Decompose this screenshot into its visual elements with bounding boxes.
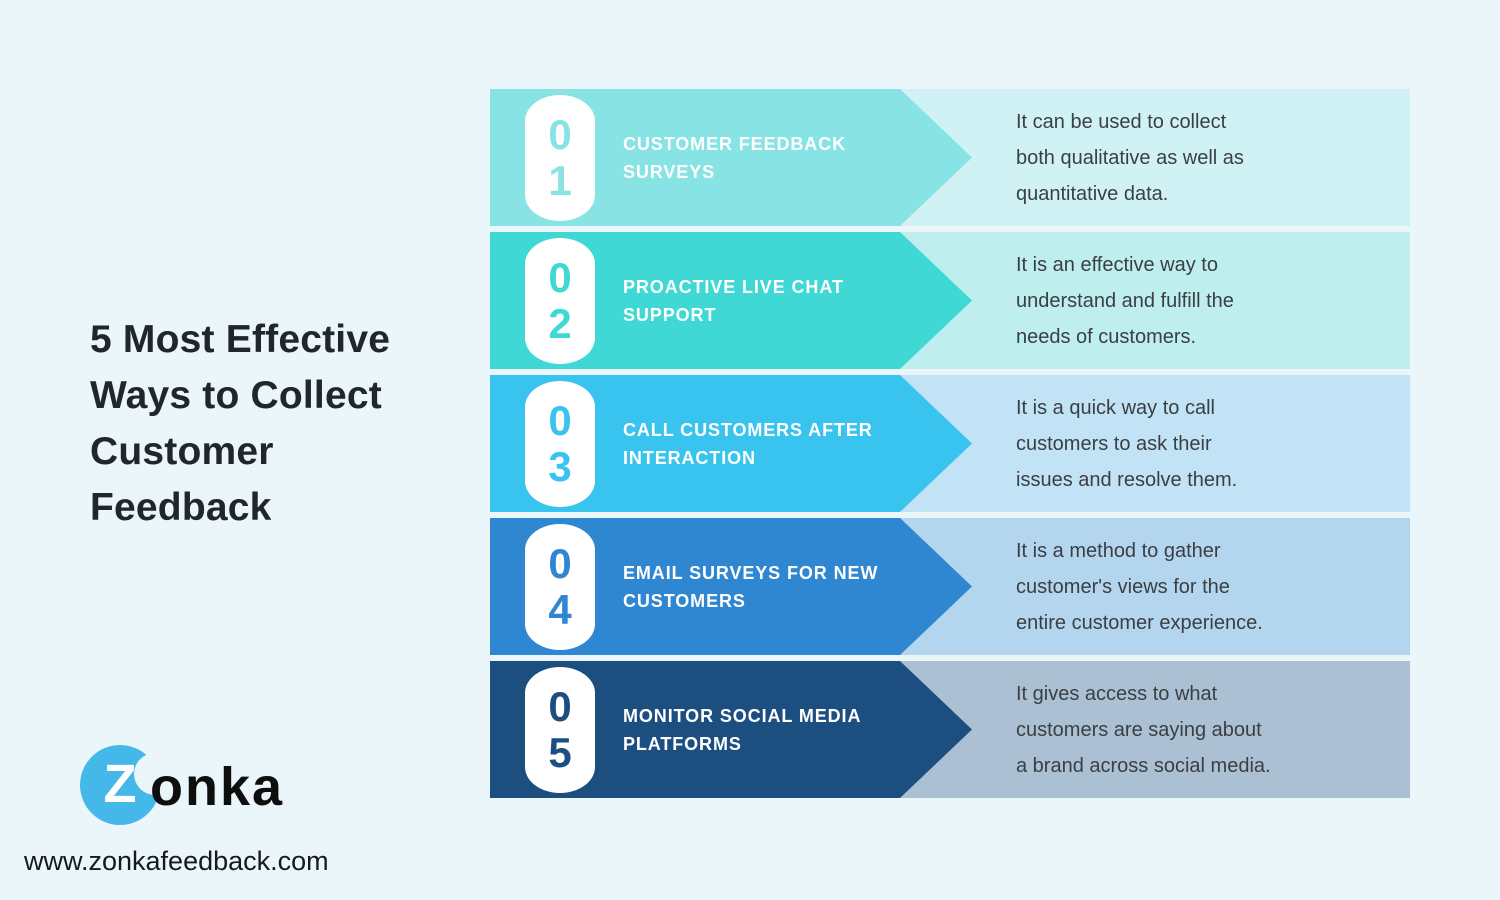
step-title: CALL CUSTOMERS AFTER INTERACTION bbox=[623, 416, 873, 472]
page-title-line: Feedback bbox=[90, 486, 272, 529]
step-row-3: 0 3 CALL CUSTOMERS AFTER INTERACTION It … bbox=[490, 375, 1410, 512]
step-number-digit: 5 bbox=[548, 728, 572, 776]
page-title-line: 5 Most Effective bbox=[90, 318, 391, 361]
step-number-badge: 0 2 bbox=[525, 237, 595, 364]
step-description-line: a brand across social media. bbox=[1016, 754, 1271, 777]
step-description-line: issues and resolve them. bbox=[1016, 468, 1238, 491]
step-description-line: It is a quick way to call bbox=[1016, 396, 1215, 419]
step-title: MONITOR SOCIAL MEDIA PLATFORMS bbox=[623, 702, 861, 758]
step-row-5: 0 5 MONITOR SOCIAL MEDIA PLATFORMS It gi… bbox=[490, 661, 1410, 798]
zonka-logo-wordmark: onka bbox=[150, 757, 285, 817]
steps-panel: 0 1 CUSTOMER FEEDBACK SURVEYS It can be … bbox=[490, 89, 1410, 798]
step-description-line: customers are saying about bbox=[1016, 718, 1262, 741]
step-title: EMAIL SURVEYS FOR NEW CUSTOMERS bbox=[623, 559, 878, 615]
step-title-line: PROACTIVE LIVE CHAT bbox=[623, 276, 844, 297]
step-row-1: 0 1 CUSTOMER FEEDBACK SURVEYS It can be … bbox=[490, 89, 1410, 226]
step-description-line: both qualitative as well as bbox=[1016, 146, 1244, 169]
step-description: It can be used to collect both qualitati… bbox=[1016, 104, 1244, 212]
zonka-logo-z-letter: Z bbox=[103, 754, 137, 814]
step-title-line: CALL CUSTOMERS AFTER bbox=[623, 419, 873, 440]
step-description-line: entire customer experience. bbox=[1016, 611, 1263, 634]
page-title-line: Customer bbox=[90, 430, 274, 473]
step-title-line: EMAIL SURVEYS FOR NEW bbox=[623, 562, 879, 583]
step-description-line: It is a method to gather bbox=[1016, 539, 1221, 562]
step-description-line: quantitative data. bbox=[1016, 182, 1169, 205]
step-number-badge: 0 3 bbox=[525, 380, 595, 507]
zonka-logo: Z onka bbox=[80, 744, 284, 826]
step-title-line: CUSTOMERS bbox=[623, 590, 746, 611]
step-number-digit: 0 bbox=[548, 110, 572, 158]
step-description-line: needs of customers. bbox=[1016, 325, 1197, 348]
step-number-digit: 0 bbox=[548, 253, 572, 301]
step-number-digit: 3 bbox=[548, 442, 572, 490]
step-description-line: It can be used to collect bbox=[1016, 110, 1227, 133]
step-number-digit: 0 bbox=[548, 682, 572, 730]
step-description: It is a method to gather customer's view… bbox=[1016, 533, 1263, 641]
step-number-digit: 2 bbox=[548, 299, 572, 347]
step-description-line: It gives access to what bbox=[1016, 682, 1218, 705]
step-description-line: It is an effective way to bbox=[1016, 253, 1218, 276]
step-number-digit: 0 bbox=[548, 539, 572, 587]
step-description-line: understand and fulfill the bbox=[1016, 289, 1234, 312]
page-title: 5 Most Effective Ways to Collect Custome… bbox=[90, 312, 390, 536]
step-title: CUSTOMER FEEDBACK SURVEYS bbox=[623, 130, 846, 186]
step-description-line: customer's views for the bbox=[1016, 575, 1230, 598]
step-number-digit: 4 bbox=[548, 585, 572, 633]
step-description: It is an effective way to understand and… bbox=[1016, 247, 1234, 355]
step-title-line: SUPPORT bbox=[623, 304, 717, 325]
step-number-digit: 1 bbox=[548, 156, 572, 204]
step-title-line: SURVEYS bbox=[623, 161, 716, 182]
step-number-badge: 0 1 bbox=[525, 94, 595, 221]
step-number-badge: 0 5 bbox=[525, 666, 595, 793]
step-description-line: customers to ask their bbox=[1016, 432, 1212, 455]
step-row-4: 0 4 EMAIL SURVEYS FOR NEW CUSTOMERS It i… bbox=[490, 518, 1410, 655]
step-title: PROACTIVE LIVE CHAT SUPPORT bbox=[623, 273, 844, 329]
page-title-line: Ways to Collect bbox=[90, 374, 382, 417]
step-number-digit: 0 bbox=[548, 396, 572, 444]
step-number-badge: 0 4 bbox=[525, 523, 595, 650]
step-title-line: PLATFORMS bbox=[623, 733, 742, 754]
step-row-2: 0 2 PROACTIVE LIVE CHAT SUPPORT It is an… bbox=[490, 232, 1410, 369]
step-description: It is a quick way to call customers to a… bbox=[1016, 390, 1237, 498]
step-title-line: INTERACTION bbox=[623, 447, 756, 468]
step-title-line: CUSTOMER FEEDBACK bbox=[623, 133, 846, 154]
zonka-logo-circle-icon: Z bbox=[80, 745, 176, 825]
website-url: www.zonkafeedback.com bbox=[24, 846, 329, 876]
step-title-line: MONITOR SOCIAL MEDIA bbox=[623, 705, 862, 726]
step-description: It gives access to what customers are sa… bbox=[1016, 676, 1271, 784]
